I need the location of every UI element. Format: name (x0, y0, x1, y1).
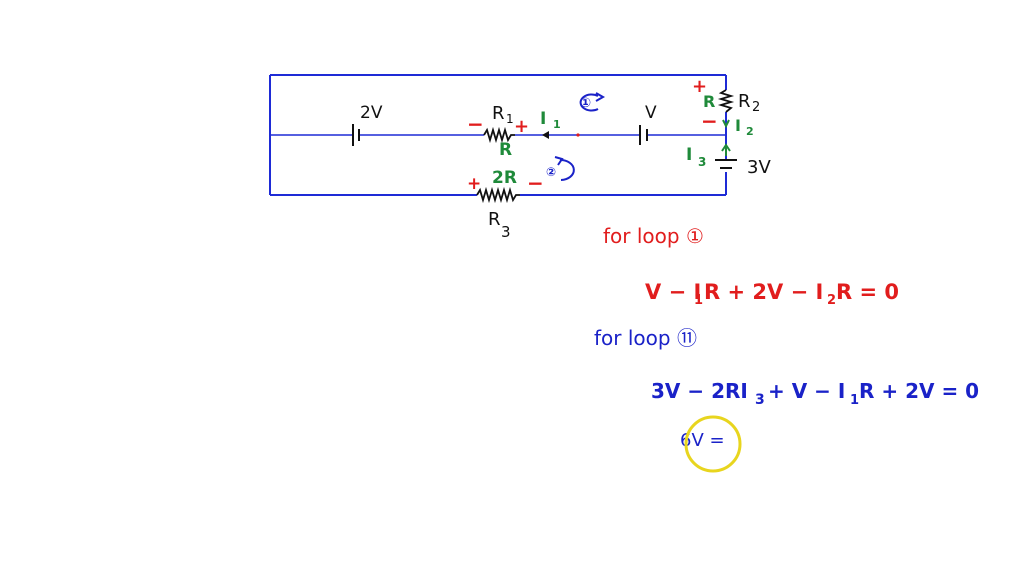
resistor-r1-minus-sign: − (467, 112, 484, 136)
current-i3-arrow-icon (721, 143, 731, 156)
resistor-r2-symbol (717, 89, 735, 113)
battery-3v-label: 3V (747, 157, 771, 178)
current-i3-subscript: 3 (698, 155, 706, 169)
resistor-r1-symbol (483, 126, 515, 144)
loop2-equation-part-c: R + 2V = 0 (859, 379, 979, 403)
current-i1-subscript: 1 (553, 118, 561, 131)
resistor-r2-plus-sign: + (692, 76, 707, 97)
loop1-marker-label: ① (580, 96, 591, 111)
resistor-r2-name: R (738, 91, 751, 112)
resistor-r3-value: 2R (492, 168, 517, 188)
current-i3-label: I (686, 145, 692, 165)
pen-cursor-highlight (684, 415, 742, 473)
battery-v-symbol (639, 125, 648, 145)
loop1-equation-part-a: V − I (645, 280, 701, 304)
loop2-equation-part-b: + V − I (768, 379, 845, 403)
battery-2v-symbol (352, 124, 360, 146)
loop1-equation-part-c: R = 0 (836, 280, 899, 304)
battery-2v-label: 2V (360, 103, 383, 123)
resistor-r1-name: R (492, 103, 505, 124)
loop2-equation-sub-a: 3 (755, 392, 765, 408)
loop1-circular-arrow-icon (579, 93, 599, 112)
loop1-equation-sub-a: 1 (694, 293, 703, 308)
loop2-equation-sub-b: 1 (850, 393, 859, 408)
loop2-marker: ② (546, 156, 575, 181)
resistor-r3-symbol (476, 186, 520, 204)
resistor-r2-subscript: 2 (752, 100, 760, 115)
loop2-circular-arrow-icon (559, 158, 575, 181)
loop1-equation-part-b: R + 2V − I (704, 280, 823, 304)
battery-3v-symbol (715, 159, 737, 169)
loop2-equation-part-a: 3V − 2RI (651, 379, 748, 403)
current-i1-arrow-icon (542, 131, 549, 139)
loop1-equation-sub-b: 2 (827, 293, 836, 308)
battery-v-label: V (645, 103, 657, 123)
resistor-r3-subscript: 3 (501, 223, 511, 241)
circuit-wires (269, 74, 727, 196)
resistor-r2-value: R (703, 92, 715, 111)
current-i2-label: I (735, 116, 741, 135)
resistor-r1-value: R (499, 140, 512, 160)
loop1-heading: for loop ① (603, 224, 704, 248)
loop2-heading: for loop ⑪ (594, 326, 697, 350)
current-i1-label: I (540, 109, 546, 129)
resistor-r3-minus-sign: − (527, 171, 544, 195)
resistor-r2-minus-sign: − (701, 109, 718, 133)
current-i2-arrow-icon (722, 119, 730, 129)
resistor-r1-subscript: 1 (506, 112, 514, 126)
current-i2-subscript: 2 (746, 125, 754, 138)
resistor-r3-plus-sign: + (467, 174, 481, 194)
stray-red-dot (576, 133, 580, 137)
loop1-marker: ① (579, 92, 606, 112)
resistor-r1-plus-sign: + (514, 116, 529, 137)
resistor-r3-name: R (488, 209, 501, 230)
loop2-marker-label: ② (546, 165, 556, 179)
partial-equation-line: 6V = (680, 430, 725, 451)
